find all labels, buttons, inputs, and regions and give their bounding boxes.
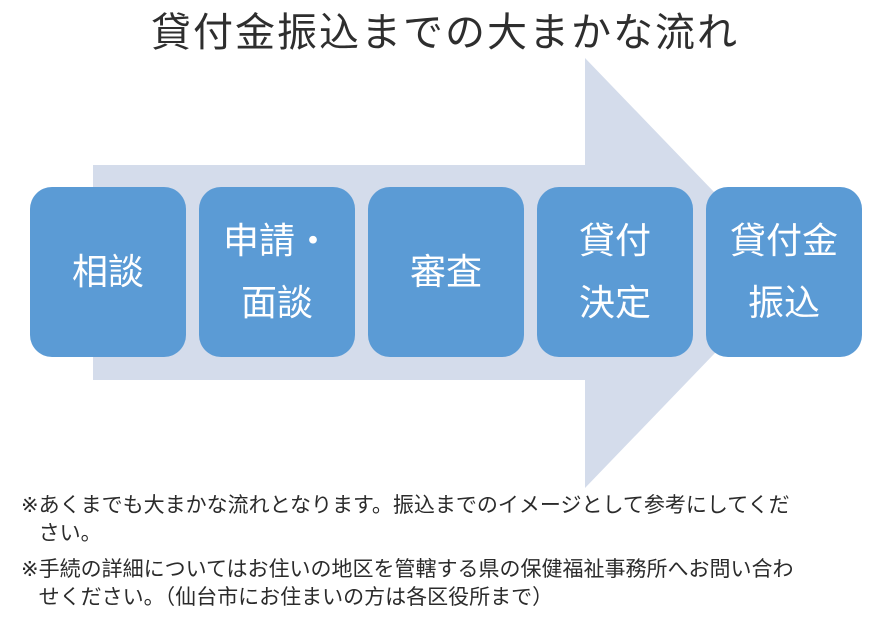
step-loan-transfer: 貸付金 振込 xyxy=(706,187,862,357)
step-label-line: 申請・ xyxy=(222,220,331,261)
step-label-line: 審査 xyxy=(409,251,482,292)
step-screening: 審査 xyxy=(368,187,524,357)
step-label-line: 決定 xyxy=(578,282,651,323)
footnotes: ※ あくまでも大まかな流れとなります。振込までのイメージとして参考にしてくだ さ… xyxy=(21,492,873,617)
note-text: あくまでも大まかな流れとなります。振込までのイメージとして参考にしてくだ さい。 xyxy=(39,492,873,547)
note-text: 手続の詳細についてはお住いの地区を管轄する県の保健福祉事務所へお問い合わ せくだ… xyxy=(39,556,873,611)
step-loan-decision: 貸付 決定 xyxy=(537,187,693,357)
step-consultation: 相談 xyxy=(30,187,186,357)
step-label-line: 面談 xyxy=(240,282,313,323)
note-line: あくまでも大まかな流れとなります。振込までのイメージとして参考にしてくだ xyxy=(38,494,790,517)
note-marker: ※ xyxy=(21,558,39,581)
note-marker: ※ xyxy=(21,494,39,517)
footnote-contact-office: ※ 手続の詳細についてはお住いの地区を管轄する県の保健福祉事務所へお問い合わ せ… xyxy=(21,556,873,611)
footnote-rough-flow: ※ あくまでも大まかな流れとなります。振込までのイメージとして参考にしてくだ さ… xyxy=(21,492,873,547)
note-line: さい。 xyxy=(38,521,102,545)
step-label-line: 貸付 xyxy=(578,220,651,261)
page-title: 貸付金振込までの大まかな流れ xyxy=(151,11,739,55)
step-label-line: 振込 xyxy=(747,282,820,323)
note-line: せください。（仙台市にお住まいの方は各区役所まで） xyxy=(38,585,554,609)
note-line: 手続の詳細についてはお住いの地区を管轄する県の保健福祉事務所へお問い合わ xyxy=(38,558,794,581)
step-application-interview: 申請・ 面談 xyxy=(199,187,355,357)
step-label-line: 相談 xyxy=(71,251,144,292)
step-label-line: 貸付金 xyxy=(729,220,838,261)
